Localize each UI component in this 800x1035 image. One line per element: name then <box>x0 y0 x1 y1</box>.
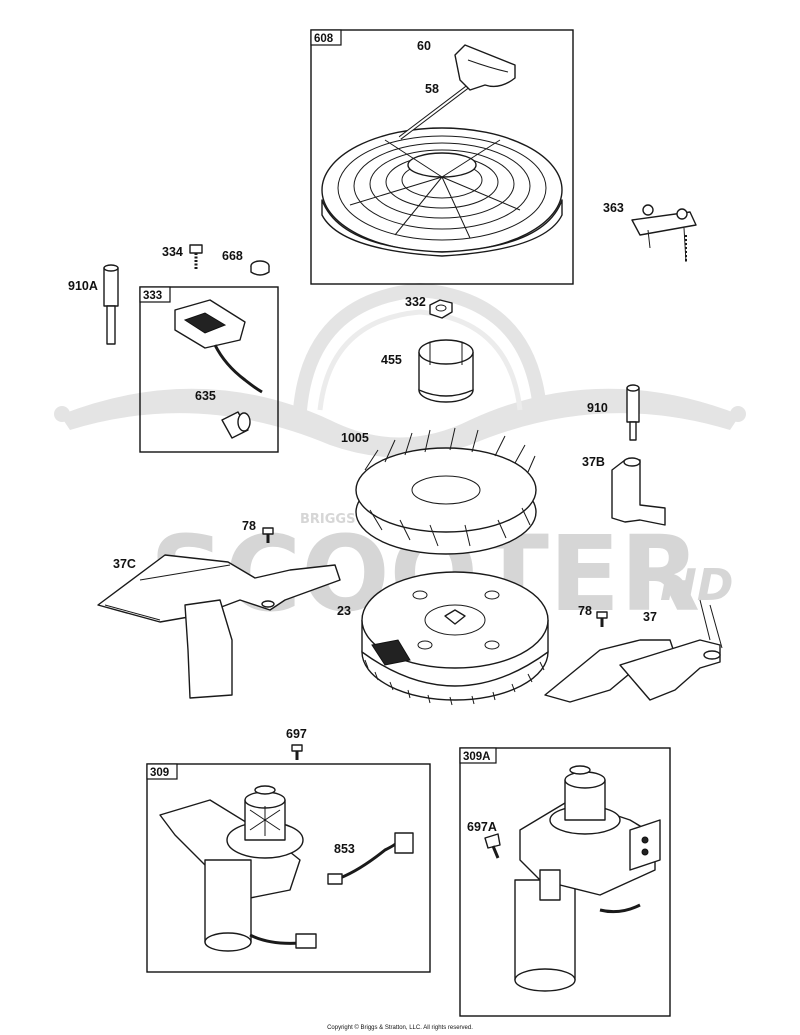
screw-697A <box>484 833 501 859</box>
screw-78-right <box>596 611 608 627</box>
box-309: 309 <box>146 763 431 973</box>
label-1005: 1005 <box>341 431 369 445</box>
box-309-label: 309 <box>150 767 169 779</box>
starter-rope <box>398 83 472 140</box>
air-guide-37C <box>97 554 341 699</box>
label-334: 334 <box>162 245 183 259</box>
starter-motor-309 <box>159 785 317 952</box>
pin-910A <box>103 264 119 345</box>
label-23: 23 <box>337 604 351 618</box>
fan-1005 <box>355 427 537 555</box>
nut-332 <box>429 299 453 319</box>
air-vane-37 <box>544 599 723 703</box>
label-78-left: 78 <box>242 519 256 533</box>
part-labels: 60 58 363 334 668 910A 332 455 635 910 1… <box>68 39 657 856</box>
label-332: 332 <box>405 295 426 309</box>
armature-333 <box>174 299 263 394</box>
copyright: Copyright © Briggs & Stratton, LLC. All … <box>327 1024 473 1031</box>
label-37: 37 <box>643 610 657 624</box>
label-910A: 910A <box>68 279 98 293</box>
label-668: 668 <box>222 249 243 263</box>
box-333-label: 333 <box>143 290 162 302</box>
box-333: 333 <box>139 286 279 453</box>
label-697: 697 <box>286 727 307 741</box>
starter-handle <box>454 44 516 91</box>
spark-plug-boot-635 <box>221 411 251 439</box>
screw-334 <box>189 244 203 270</box>
pin-910 <box>626 384 640 441</box>
label-635: 635 <box>195 389 216 403</box>
label-37B: 37B <box>582 455 605 469</box>
label-455: 455 <box>381 353 402 367</box>
label-853: 853 <box>334 842 355 856</box>
starter-cup-455 <box>418 339 474 403</box>
box-608-label: 608 <box>314 33 334 45</box>
screw-78-left <box>262 527 274 543</box>
watermark-suffix: HD <box>660 560 733 611</box>
label-363: 363 <box>603 201 624 215</box>
label-60: 60 <box>417 39 431 53</box>
box-309A: 309A <box>459 747 671 1017</box>
label-37C: 37C <box>113 557 136 571</box>
screw-697 <box>291 744 303 760</box>
label-697A: 697A <box>467 820 497 834</box>
label-58: 58 <box>425 82 439 96</box>
box-309A-label: 309A <box>463 751 491 763</box>
flywheel-23 <box>361 571 549 706</box>
stop-switch-363 <box>631 204 697 263</box>
spacer-668 <box>250 260 270 276</box>
label-910: 910 <box>587 401 608 415</box>
label-78-right: 78 <box>578 604 592 618</box>
watermark-tag: BRIGGS <box>300 512 355 527</box>
starter-motor-309A <box>514 765 661 992</box>
box-608: 608 <box>310 29 574 285</box>
wire-harness-853 <box>327 832 414 885</box>
recoil-starter <box>321 127 563 257</box>
bracket-37B <box>611 457 666 526</box>
